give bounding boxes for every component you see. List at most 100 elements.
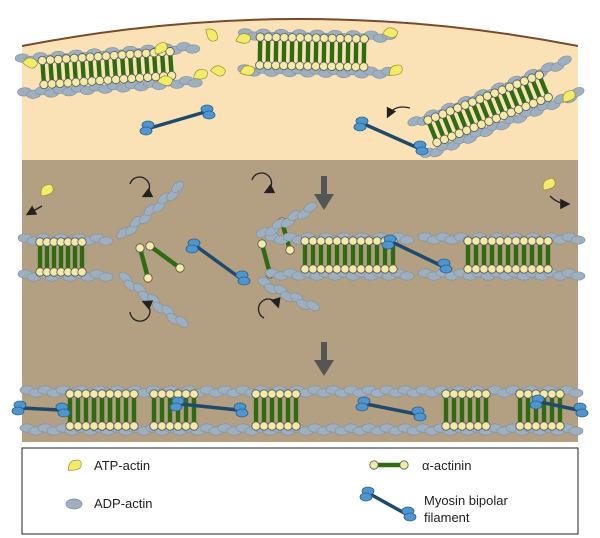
alpha-actinin bbox=[348, 236, 358, 274]
atp-actin-monomer bbox=[40, 184, 54, 197]
alpha-actinin-legend-icon bbox=[369, 460, 409, 470]
myosin-middle-2 bbox=[381, 234, 453, 274]
alpha-actinin bbox=[460, 100, 479, 132]
alpha-actinin bbox=[61, 54, 73, 88]
alpha-actinin bbox=[519, 76, 539, 108]
rotation-arrow-icon bbox=[129, 176, 154, 198]
alpha-actinin bbox=[543, 236, 553, 274]
alpha-actinin bbox=[271, 32, 281, 71]
alpha-actinin bbox=[482, 91, 501, 123]
alpha-actinin bbox=[340, 236, 350, 274]
alpha-actinin bbox=[267, 389, 277, 431]
alpha-actinin bbox=[441, 389, 451, 431]
atp-actin-monomer bbox=[154, 42, 168, 55]
myosin-legend-label-line1: Myosin bipolar bbox=[424, 493, 508, 508]
rotation-arrows-middle bbox=[25, 172, 571, 322]
actin-filament bbox=[257, 276, 320, 311]
middle-bundle-left bbox=[17, 233, 114, 282]
alpha-actinin bbox=[503, 236, 513, 274]
top-bundle-right bbox=[407, 55, 585, 158]
alpha-actinin-legend-label: α-actinin bbox=[422, 458, 471, 473]
alpha-actinin bbox=[81, 389, 91, 431]
alpha-actinin bbox=[359, 34, 369, 72]
myosin-bottom-1 bbox=[11, 400, 71, 418]
alpha-actinin bbox=[129, 389, 139, 431]
alpha-actinin bbox=[324, 236, 334, 274]
atp-actin-monomer bbox=[562, 90, 576, 103]
alpha-actinin bbox=[316, 236, 326, 274]
atp-actin-monomer bbox=[382, 27, 398, 38]
alpha-actinin bbox=[77, 237, 87, 277]
alpha-actinin bbox=[117, 50, 129, 84]
alpha-actinin bbox=[165, 389, 175, 431]
alpha-actinin bbox=[487, 236, 497, 274]
alpha-actinin bbox=[335, 33, 345, 72]
actin-filament bbox=[116, 181, 185, 240]
alpha-actinin bbox=[295, 33, 305, 71]
alpha-actinin bbox=[495, 236, 505, 274]
alpha-actinin bbox=[56, 237, 66, 277]
atp-actin-monomer bbox=[193, 69, 208, 80]
top-bundle-left bbox=[14, 42, 203, 99]
atp-actin-legend-icon bbox=[68, 459, 82, 471]
alpha-actinin bbox=[465, 389, 475, 431]
myosin-top-1 bbox=[139, 104, 216, 136]
atp-actin-monomers-middle bbox=[40, 178, 556, 197]
alpha-actinin bbox=[511, 236, 521, 274]
free-alpha-actinin-1 bbox=[135, 243, 153, 283]
alpha-actinin bbox=[291, 389, 301, 431]
splaying-filament-lower-center bbox=[257, 276, 320, 311]
rotation-arrow-icon bbox=[129, 300, 154, 322]
alpha-actinin bbox=[527, 73, 546, 105]
down-arrow-icon bbox=[314, 342, 334, 376]
atp-actin-legend-label: ATP-actin bbox=[94, 458, 150, 473]
alpha-actinin bbox=[149, 48, 161, 82]
alpha-actinin bbox=[101, 51, 113, 85]
alpha-actinin bbox=[89, 389, 99, 431]
adp-actin-legend-icon bbox=[65, 498, 83, 510]
atp-actin-monomer bbox=[542, 178, 556, 191]
alpha-actinin bbox=[157, 389, 167, 431]
free-alpha-actinin-2 bbox=[145, 241, 185, 273]
alpha-actinin bbox=[49, 237, 59, 277]
alpha-actinin bbox=[255, 32, 265, 70]
alpha-actinin bbox=[515, 389, 525, 431]
alpha-actinin bbox=[109, 50, 121, 85]
alpha-actinin bbox=[121, 389, 131, 431]
alpha-actinin bbox=[300, 236, 310, 274]
down-arrow-icon bbox=[314, 176, 334, 210]
rotation-arrow-icon bbox=[386, 106, 411, 119]
alpha-actinin bbox=[85, 52, 97, 86]
top-bundle-middle bbox=[237, 28, 397, 79]
alpha-actinin bbox=[512, 79, 531, 111]
alpha-actinin bbox=[93, 52, 105, 86]
alpha-actinin bbox=[149, 389, 159, 431]
alpha-actinin bbox=[555, 389, 565, 431]
splaying-filament-lower-left bbox=[118, 271, 189, 328]
atp-actin-monomer bbox=[157, 75, 173, 86]
middle-bundle-right bbox=[417, 232, 586, 281]
myosin-bottom-3 bbox=[355, 396, 427, 422]
legend: ATP-actin ADP-actin α-actinin Myosin bip… bbox=[21, 447, 579, 535]
alpha-actinin bbox=[332, 236, 342, 274]
myosin-top-2 bbox=[353, 116, 429, 156]
alpha-actinin bbox=[535, 236, 545, 274]
alpha-actinin bbox=[453, 103, 472, 135]
myosin-middle-1 bbox=[185, 238, 251, 286]
alpha-actinin bbox=[287, 33, 297, 71]
alpha-actinin bbox=[471, 236, 481, 274]
atp-actin-monomer bbox=[209, 65, 226, 77]
splaying-filament-upper-left bbox=[116, 181, 185, 240]
atp-actin-monomer bbox=[205, 28, 218, 42]
alpha-actinin bbox=[523, 389, 533, 431]
alpha-actinin bbox=[490, 88, 509, 120]
atp-actin-monomer bbox=[235, 33, 251, 44]
alpha-actinin bbox=[275, 389, 285, 431]
rotation-arrow-icon bbox=[251, 172, 276, 194]
alpha-actinin bbox=[497, 85, 516, 117]
alpha-actinin bbox=[42, 237, 52, 277]
actin-filament bbox=[255, 201, 318, 238]
atp-actin-monomer bbox=[389, 64, 403, 76]
alpha-actinin bbox=[70, 237, 80, 277]
myosin-legend-label-line2: filament bbox=[424, 510, 470, 525]
